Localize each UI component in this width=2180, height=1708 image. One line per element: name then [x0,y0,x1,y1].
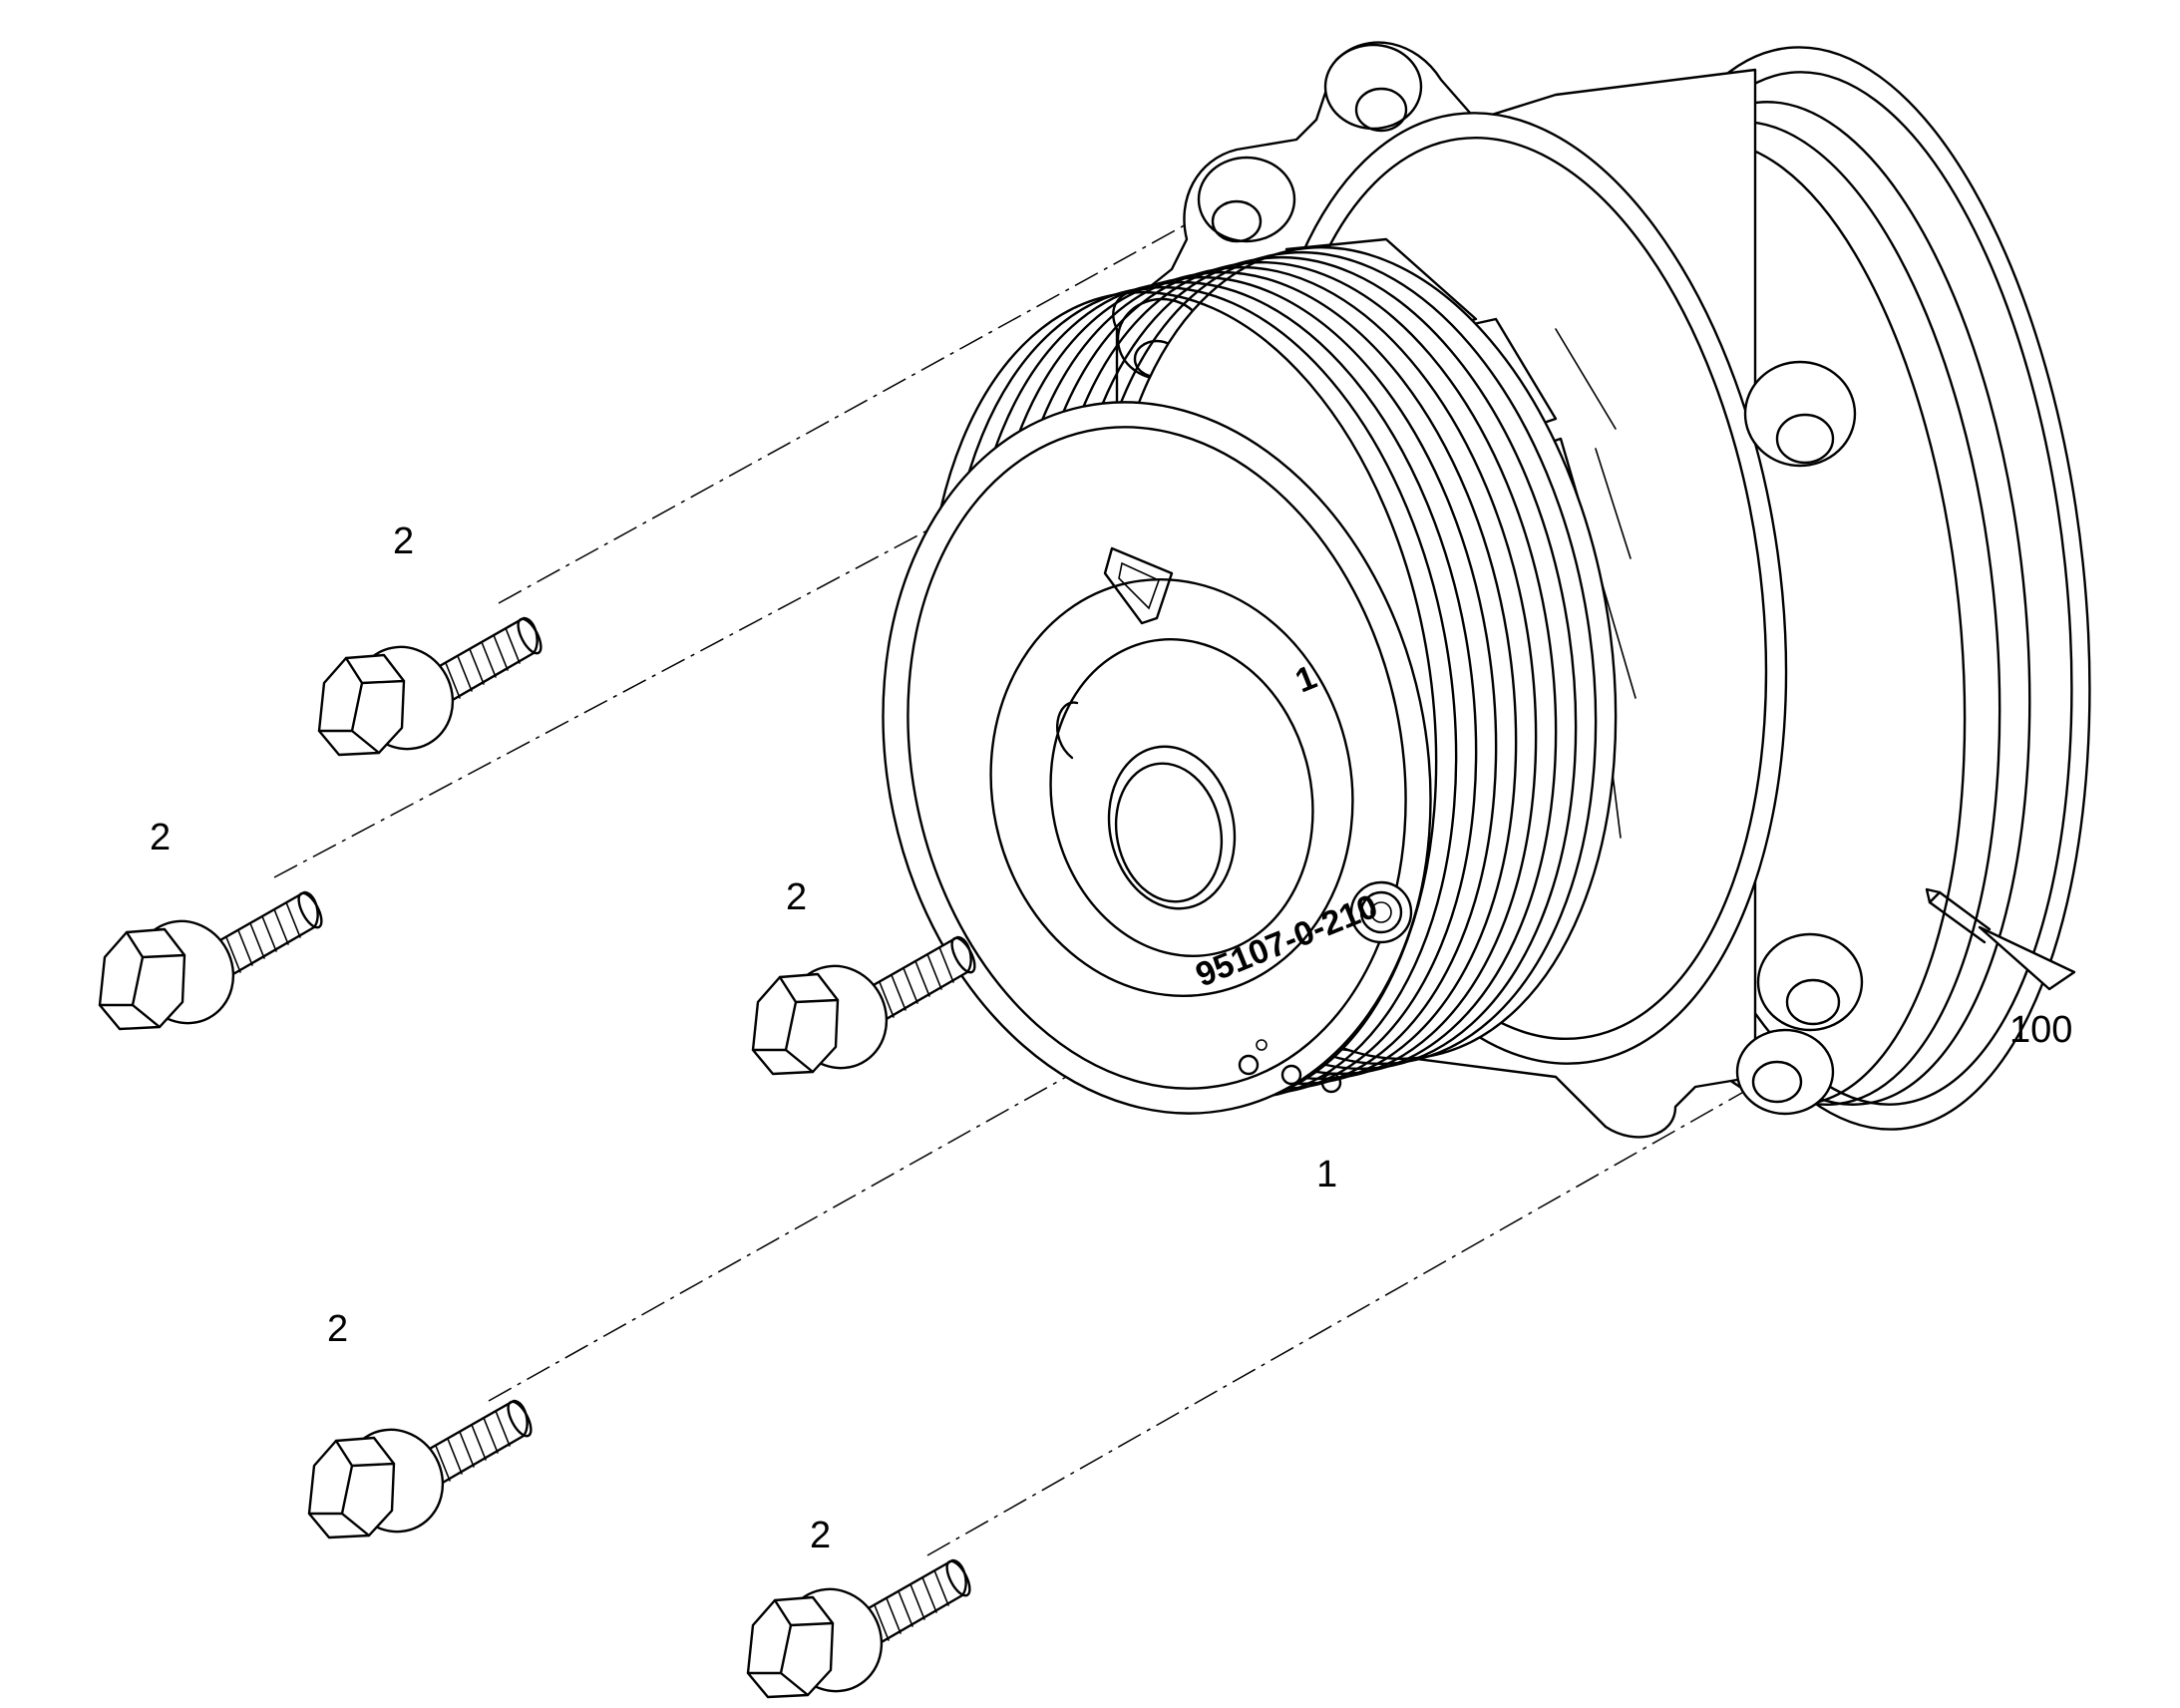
boss-notch [1056,701,1079,760]
water-pump: 95107-0-210 1 [882,41,2091,1139]
hole-upper-left [1211,199,1263,243]
callout-labels: 2 2 2 1 2 2 100 [150,520,2072,1556]
pulley-boss-outer [989,578,1354,997]
ear-bottom [1735,1028,1835,1116]
seal-symbol [1349,880,1413,944]
callout-bolt-1: 2 [393,520,414,562]
ear-lower-right [1756,932,1864,1032]
bolt-4 [307,1397,538,1550]
callout-bolt-2: 2 [150,817,171,858]
centerline-bolt-e [926,1076,1771,1556]
callout-pump: 1 [1316,1154,1337,1196]
bolt-3 [751,933,981,1087]
bolts [98,614,981,1708]
hole-top [1354,87,1408,133]
logo-mark [1103,546,1174,625]
callout-sealant: 100 [2009,1009,2072,1051]
hole-bottom [1751,1060,1803,1104]
pulley-boss [1049,637,1314,958]
bolt-1 [317,614,547,768]
sealant-tube-icon [1925,887,2076,991]
callout-bolt-3: 2 [786,876,807,918]
ear-top [1323,43,1423,131]
hole-right [1775,413,1835,465]
ear-right [1743,360,1857,468]
ear-upper-left [1197,156,1296,243]
callout-bolt-4: 2 [327,1308,348,1350]
bolt-5 [746,1556,976,1708]
vent-holes [1238,1039,1342,1094]
bolt-2 [98,888,328,1042]
callout-bolt-5: 2 [810,1515,831,1556]
